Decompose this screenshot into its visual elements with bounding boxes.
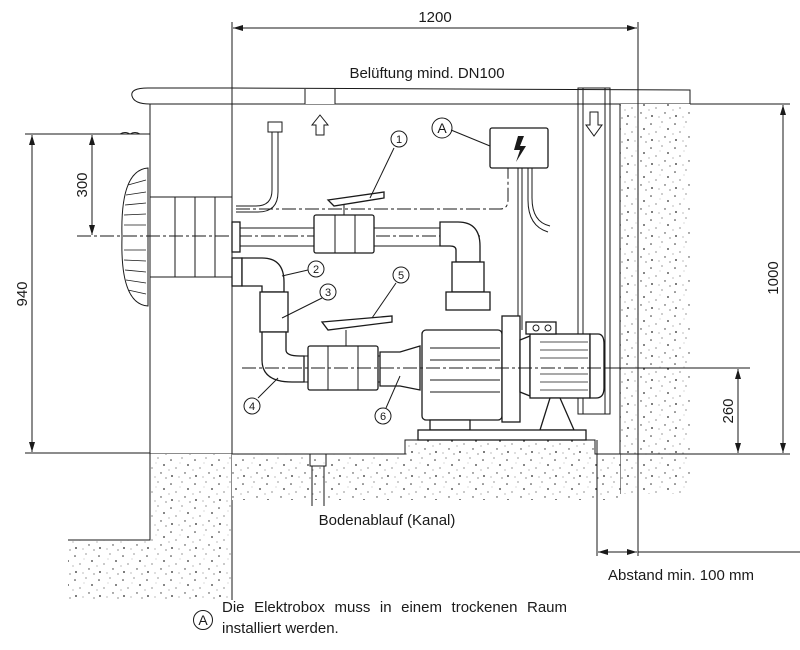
svg-text:300: 300 [74, 172, 91, 197]
arrow-down-icon [585, 111, 603, 137]
callout-1: 1 [369, 130, 408, 199]
electric-box-note: Die Elektrobox muss in einem trockenen R… [222, 599, 567, 637]
electric-cable [236, 168, 509, 210]
electric-box [489, 127, 549, 169]
ball-valve-handle-5 [320, 315, 393, 331]
dimension-height-940: 940 [14, 133, 150, 454]
top-slab [131, 87, 691, 105]
svg-text:1200: 1200 [418, 9, 451, 26]
svg-text:1: 1 [396, 134, 402, 146]
svg-text:6: 6 [380, 411, 386, 423]
dimension-width-1200: 1200 [231, 9, 639, 104]
arrow-up-icon [310, 114, 330, 136]
upper-pipe [231, 214, 491, 311]
svg-text:Abstand min. 100 mm: Abstand min. 100 mm [608, 567, 754, 584]
svg-text:1000: 1000 [765, 261, 782, 294]
svg-text:5: 5 [398, 270, 404, 282]
dimension-min-distance: Abstand min. 100 mm [596, 104, 800, 584]
svg-text:2: 2 [313, 264, 319, 276]
dimension-height-260: 260 [720, 369, 741, 453]
callout-2: 2 [281, 260, 325, 278]
callout-3: 3 [281, 283, 337, 319]
dimension-height-300: 300 [74, 135, 95, 235]
callout-4: 4 [243, 377, 279, 415]
left-wall [68, 103, 233, 600]
svg-text:4: 4 [249, 401, 255, 413]
floor-drain-label: Bodenablauf (Kanal) [319, 512, 456, 529]
air-vent-pipe [236, 121, 283, 213]
callout-a: A [431, 117, 491, 147]
callout-6: 6 [374, 375, 401, 425]
skimmer-wall-fitting [121, 167, 233, 307]
pump [417, 315, 605, 441]
note-marker: A [193, 610, 213, 630]
svg-text:260: 260 [720, 398, 737, 423]
floor-drain [309, 453, 327, 506]
lightning-bolt-icon [514, 136, 526, 162]
ventilation-label: Belüftung mind. DN100 [349, 65, 504, 82]
dimension-height-1000: 1000 [620, 103, 790, 455]
svg-text:A: A [437, 120, 447, 136]
svg-text:3: 3 [325, 287, 331, 299]
right-wall [619, 88, 690, 494]
ball-valve-handle-1 [326, 191, 385, 207]
floor-slab [232, 439, 620, 500]
callout-5: 5 [371, 266, 410, 319]
svg-text:940: 940 [14, 281, 31, 306]
